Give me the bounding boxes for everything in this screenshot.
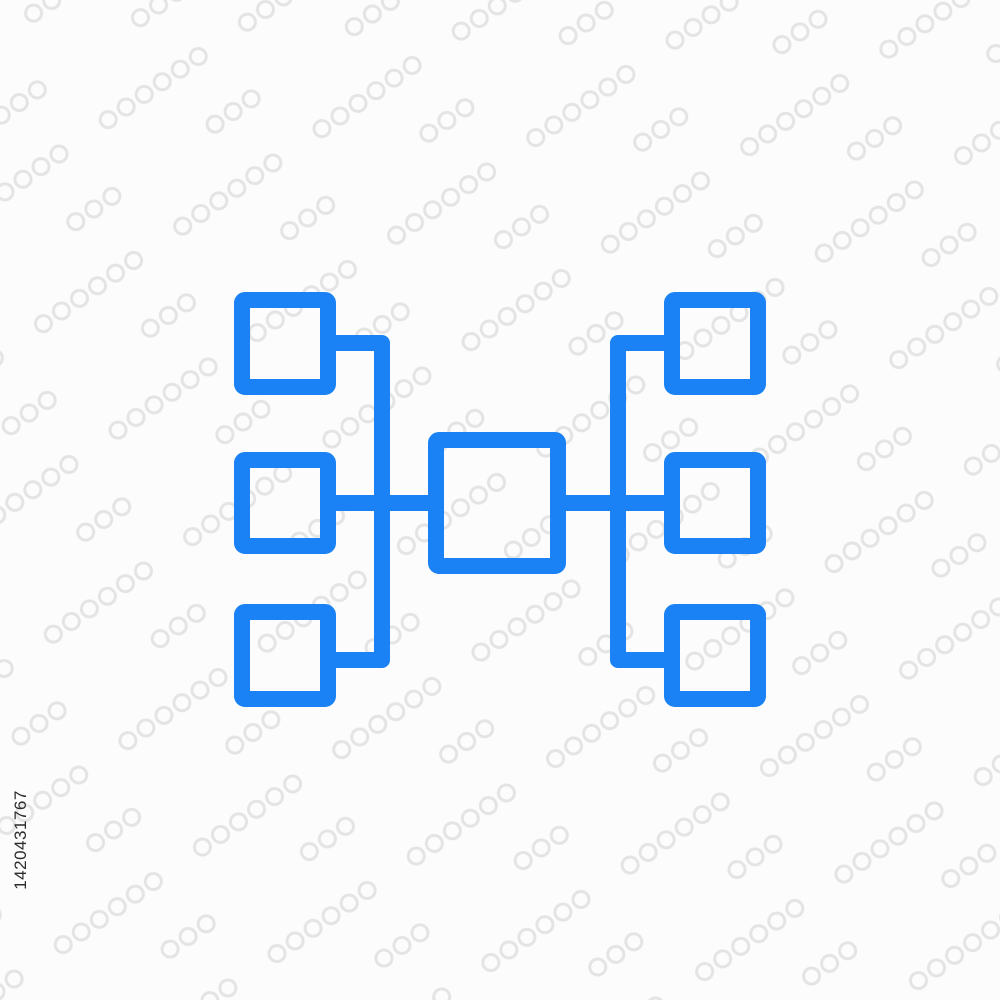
left-node-top: [234, 292, 336, 395]
stock-id-text: 1420431767: [11, 790, 31, 890]
stock-id-label: 1420431767: [8, 760, 34, 920]
left-connector-bottom: [320, 495, 390, 668]
left-node-middle: [234, 452, 336, 554]
right-node-middle: [664, 452, 766, 554]
right-node-bottom: [664, 604, 766, 707]
left-connector-top: [320, 335, 390, 511]
left-node-bottom: [234, 604, 336, 707]
right-connector-top: [610, 335, 680, 511]
right-node-top: [664, 292, 766, 395]
right-connector-bottom: [610, 495, 680, 668]
center-node: [428, 432, 566, 574]
